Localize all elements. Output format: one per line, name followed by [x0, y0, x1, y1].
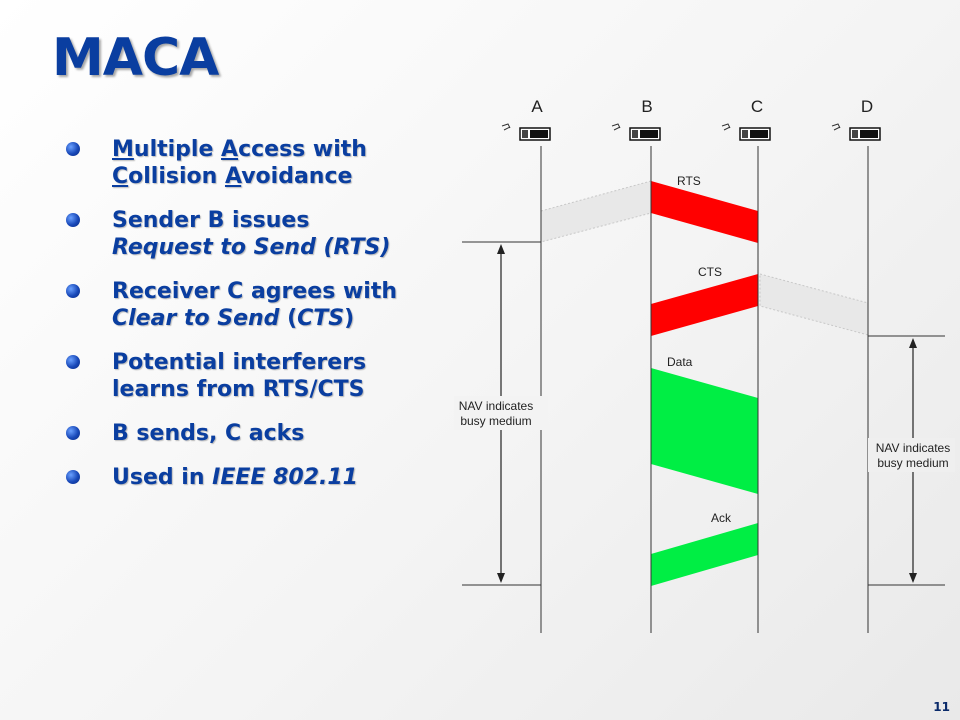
bullet-text: ccess with	[238, 137, 367, 162]
bullet-text: Clear to Send	[112, 306, 280, 331]
bullet-text: A	[224, 164, 242, 189]
data-band	[651, 368, 758, 494]
maca-timing-diagram: A B C D RTS CTS Data Ack	[454, 97, 955, 633]
bullet-dot-icon	[66, 470, 80, 484]
ack-label: Ack	[711, 511, 732, 525]
overheard-rts-band	[540, 180, 652, 243]
rts-label: RTS	[677, 174, 701, 188]
station-label-d: D	[861, 97, 873, 116]
bullet-dot-icon	[66, 142, 80, 156]
bullet-text: Receiver C agrees with	[112, 279, 398, 304]
nav-left-label-line1: NAV indicates	[459, 399, 533, 413]
nav-left-label-bg	[454, 396, 548, 430]
bullet-text: CTS	[297, 306, 345, 331]
bullet-text: C	[112, 164, 129, 189]
bullet-text: B sends, C acks	[112, 421, 305, 446]
bullet-text: Request to Send (RTS)	[112, 235, 391, 260]
nav-right-arrowhead-up	[909, 338, 917, 348]
bullet-interferers: Potential interferers learns from RTS/CT…	[60, 349, 440, 403]
nav-right-label-line2: busy medium	[877, 456, 948, 470]
bullet-dot-icon	[66, 213, 80, 227]
bullet-dot-icon	[66, 426, 80, 440]
bullet-ieee: Used in IEEE 802.11	[60, 464, 440, 491]
cts-label: CTS	[698, 265, 722, 279]
cts-band	[651, 274, 758, 336]
nav-right-label-bg	[868, 438, 955, 472]
laptop-icon	[721, 123, 771, 141]
overheard-cts-band	[759, 273, 869, 336]
bullet-text: (	[279, 306, 298, 331]
bullet-text: Used in	[112, 465, 213, 490]
bullet-text: IEEE 802.11	[212, 465, 358, 490]
slide-title: MACA	[52, 28, 219, 88]
slide-number: 11	[933, 700, 950, 714]
bullet-text: voidance	[241, 164, 353, 189]
nav-right-label-line1: NAV indicates	[876, 441, 950, 455]
bullet-text: )	[344, 306, 355, 331]
nav-left-arrowhead-down	[497, 573, 505, 583]
bullet-text: A	[221, 137, 239, 162]
laptop-icon	[611, 123, 661, 141]
rts-band	[651, 181, 758, 243]
nav-left-arrowhead-up	[497, 244, 505, 254]
nav-right-arrowhead-down	[909, 573, 917, 583]
bullet-text: ultiple	[133, 137, 222, 162]
bullet-send-ack: B sends, C acks	[60, 420, 440, 447]
ack-band	[651, 523, 758, 586]
bullet-dot-icon	[66, 355, 80, 369]
bullet-text: Potential interferers learns from RTS/CT…	[112, 350, 367, 402]
laptop-icon	[501, 123, 551, 141]
bullet-dot-icon	[66, 284, 80, 298]
station-label-b: B	[641, 97, 652, 116]
bullet-text: Sender B issues	[112, 208, 310, 233]
bullet-text: ollision	[128, 164, 225, 189]
nav-left-label-line2: busy medium	[460, 414, 531, 428]
bullet-text: M	[112, 137, 134, 162]
station-label-c: C	[751, 97, 763, 116]
laptop-icon	[831, 123, 881, 141]
station-label-a: A	[531, 97, 543, 116]
data-label: Data	[667, 355, 693, 369]
